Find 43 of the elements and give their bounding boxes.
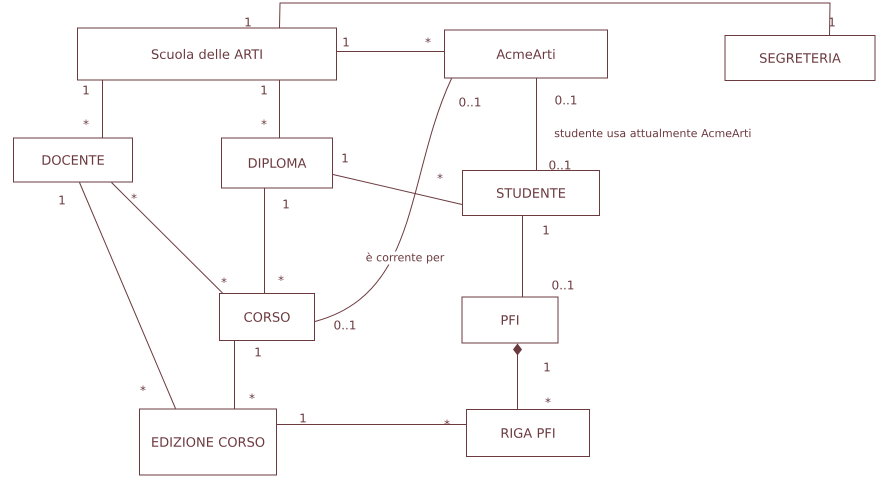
edge-label: è corrente per [366,252,444,264]
class-box: RIGA PFI [466,409,590,457]
class-box: PFI [462,296,558,344]
class-box: EDIZIONE CORSO [139,408,277,476]
multiplicity-label: 0..1 [334,320,356,330]
multiplicity-label: 1 [284,200,289,208]
class-box: Scuola delle ARTI [77,28,337,80]
association-line [332,174,462,205]
multiplicity-label: 0..1 [555,95,576,105]
edge-label: studente usa attualmente AcmeArti [554,128,750,138]
association-line [279,2,831,36]
association-line [111,182,223,294]
multiplicity-label: 1 [830,18,835,26]
association-line [279,80,280,138]
multiplicity-label: * [278,276,284,282]
multiplicity-label: * [425,38,431,44]
multiplicity-label: 1 [300,414,306,422]
association-line [536,78,537,170]
multiplicity-label: 0..1 [552,280,574,290]
multiplicity-label: * [131,194,137,200]
multiplicity-label: * [437,174,443,180]
multiplicity-label: 1 [544,362,550,372]
association-line [234,340,235,409]
class-box: CORSO [219,293,315,341]
multiplicity-label: * [140,386,146,392]
class-box: DOCENTE [13,138,133,182]
association-line [102,80,103,138]
class-box: SEGRETERIA [724,35,876,81]
class-box: STUDENTE [462,170,600,216]
multiplicity-label: 1 [344,38,349,46]
multiplicity-label: * [221,278,227,284]
multiplicity-label: 1 [60,196,65,204]
association-line [522,216,523,297]
multiplicity-label: 0..1 [459,97,480,107]
association-line [314,78,452,322]
multiplicity-label: * [83,120,89,126]
association-line [264,188,265,294]
class-box: AcmeArti [444,30,608,78]
association-line [336,51,444,52]
association-line [79,182,176,409]
class-box: DIPLOMA [221,138,333,188]
association-line [276,424,466,425]
multiplicity-label: * [261,120,267,126]
